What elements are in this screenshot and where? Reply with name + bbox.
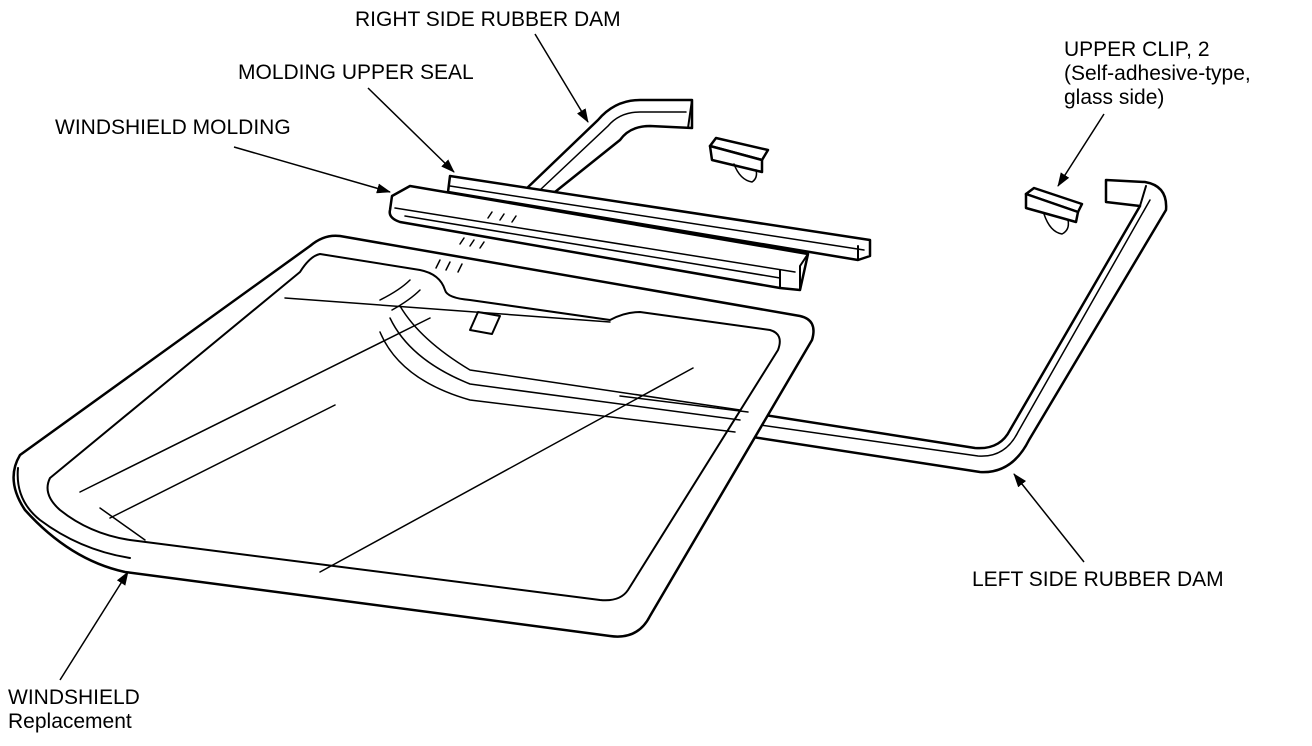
label-left-side-rubber-dam: LEFT SIDE RUBBER DAM	[972, 568, 1224, 591]
leader-windshield	[59, 571, 129, 681]
leader-right-side-rubber-dam	[534, 33, 589, 123]
label-right-side-rubber-dam: RIGHT SIDE RUBBER DAM	[355, 8, 621, 31]
upper-clip-1	[708, 136, 770, 183]
label-windshield-molding: WINDSHIELD MOLDING	[55, 116, 291, 139]
right-side-rubber-dam	[523, 98, 694, 194]
label-upper-clip-line1: UPPER CLIP, 2	[1064, 38, 1210, 61]
label-windshield-line2: Replacement	[8, 710, 132, 733]
windshield-molding	[388, 184, 810, 292]
label-upper-clip: UPPER CLIP, 2 (Self-adhesive-type, glass…	[1064, 38, 1251, 110]
molding-upper-seal	[446, 174, 872, 262]
label-upper-clip-line3: glass side)	[1064, 86, 1165, 109]
leader-upper-clip	[1057, 113, 1105, 187]
upper-clip-2	[1024, 186, 1084, 235]
label-windshield: WINDSHIELD Replacement	[8, 686, 140, 734]
leader-left-side-rubber-dam	[1013, 473, 1085, 563]
label-upper-clip-line2: (Self-adhesive-type,	[1064, 62, 1251, 85]
label-windshield-line1: WINDSHIELD	[8, 686, 140, 709]
label-molding-upper-seal: MOLDING UPPER SEAL	[238, 61, 474, 84]
windshield-glass	[12, 234, 815, 638]
leader-windshield-molding	[233, 146, 391, 194]
leader-molding-upper-seal	[367, 87, 455, 173]
